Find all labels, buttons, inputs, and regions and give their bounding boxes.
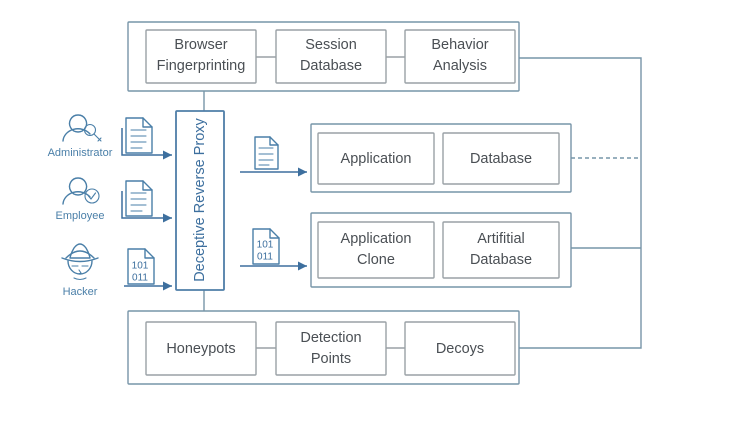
actor-employee-label: Employee	[56, 210, 105, 222]
actor-hacker: Hacker 101 011	[61, 243, 172, 298]
actor-administrator-label: Administrator	[48, 147, 113, 159]
node-session-database-label-2: Database	[300, 58, 362, 74]
binary-line-2-fake: 011	[257, 252, 273, 263]
node-honeypots-label: Honeypots	[166, 341, 235, 357]
node-database[interactable]	[442, 132, 560, 185]
deceptive-reverse-proxy[interactable]: Deceptive Reverse Proxy	[175, 110, 225, 291]
analysis-group: Browser Fingerprinting Session Database …	[127, 21, 520, 92]
hacker-hat-icon	[61, 243, 99, 281]
deception-systems-group: Application Clone Artifitial Database	[310, 212, 572, 288]
real-systems-group: Application Database	[310, 123, 572, 193]
proxy-to-real-systems-flow	[240, 136, 307, 177]
node-database-label: Database	[470, 151, 532, 167]
flow-admin-to-proxy	[121, 128, 172, 160]
node-artificial-database-label-2: Database	[470, 252, 532, 268]
document-icon-employee	[125, 180, 153, 217]
user-key-icon	[62, 114, 102, 142]
node-browser-fingerprinting-label-2: Fingerprinting	[157, 58, 246, 74]
deceptive-reverse-proxy-label: Deceptive Reverse Proxy	[192, 117, 208, 281]
node-detection-points-label-1: Detection	[300, 330, 361, 346]
node-decoys[interactable]	[404, 321, 516, 376]
deception-assets-group: Honeypots Detection Points Decoys	[127, 310, 520, 385]
document-icon-real-request	[254, 136, 279, 170]
node-behavior-analysis-label-1: Behavior	[431, 37, 488, 53]
actor-administrator: Administrator	[48, 114, 172, 160]
node-application[interactable]	[317, 132, 435, 185]
node-session-database-label-1: Session	[305, 37, 357, 53]
node-behavior-analysis[interactable]	[404, 29, 516, 84]
node-artificial-database-label-1: Artifitial	[477, 231, 525, 247]
node-behavior-analysis-label-2: Analysis	[433, 58, 487, 74]
flow-employee-to-proxy	[121, 191, 172, 223]
binary-line-2-hacker: 011	[132, 273, 148, 284]
node-decoys-label: Decoys	[436, 341, 484, 357]
node-application-clone-label-1: Application	[341, 231, 412, 247]
feedback-bus	[519, 57, 642, 349]
node-application-clone[interactable]	[317, 221, 435, 279]
node-application-label: Application	[341, 151, 412, 167]
node-application-clone-label-2: Clone	[357, 252, 395, 268]
actor-hacker-label: Hacker	[63, 286, 98, 298]
node-browser-fingerprinting-label-1: Browser	[174, 37, 227, 53]
user-check-icon	[62, 177, 100, 205]
proxy-to-deception-systems-flow: 101 011	[240, 228, 307, 271]
binary-document-icon-hacker: 101 011	[127, 248, 155, 285]
binary-line-1-fake: 101	[257, 240, 274, 251]
document-icon-admin	[125, 117, 153, 154]
binary-document-icon-fake-request: 101 011	[252, 228, 280, 265]
binary-line-1-hacker: 101	[132, 261, 149, 272]
node-detection-points-label-2: Points	[311, 351, 351, 367]
node-artificial-database[interactable]	[442, 221, 560, 279]
actor-employee: Employee	[56, 177, 172, 223]
